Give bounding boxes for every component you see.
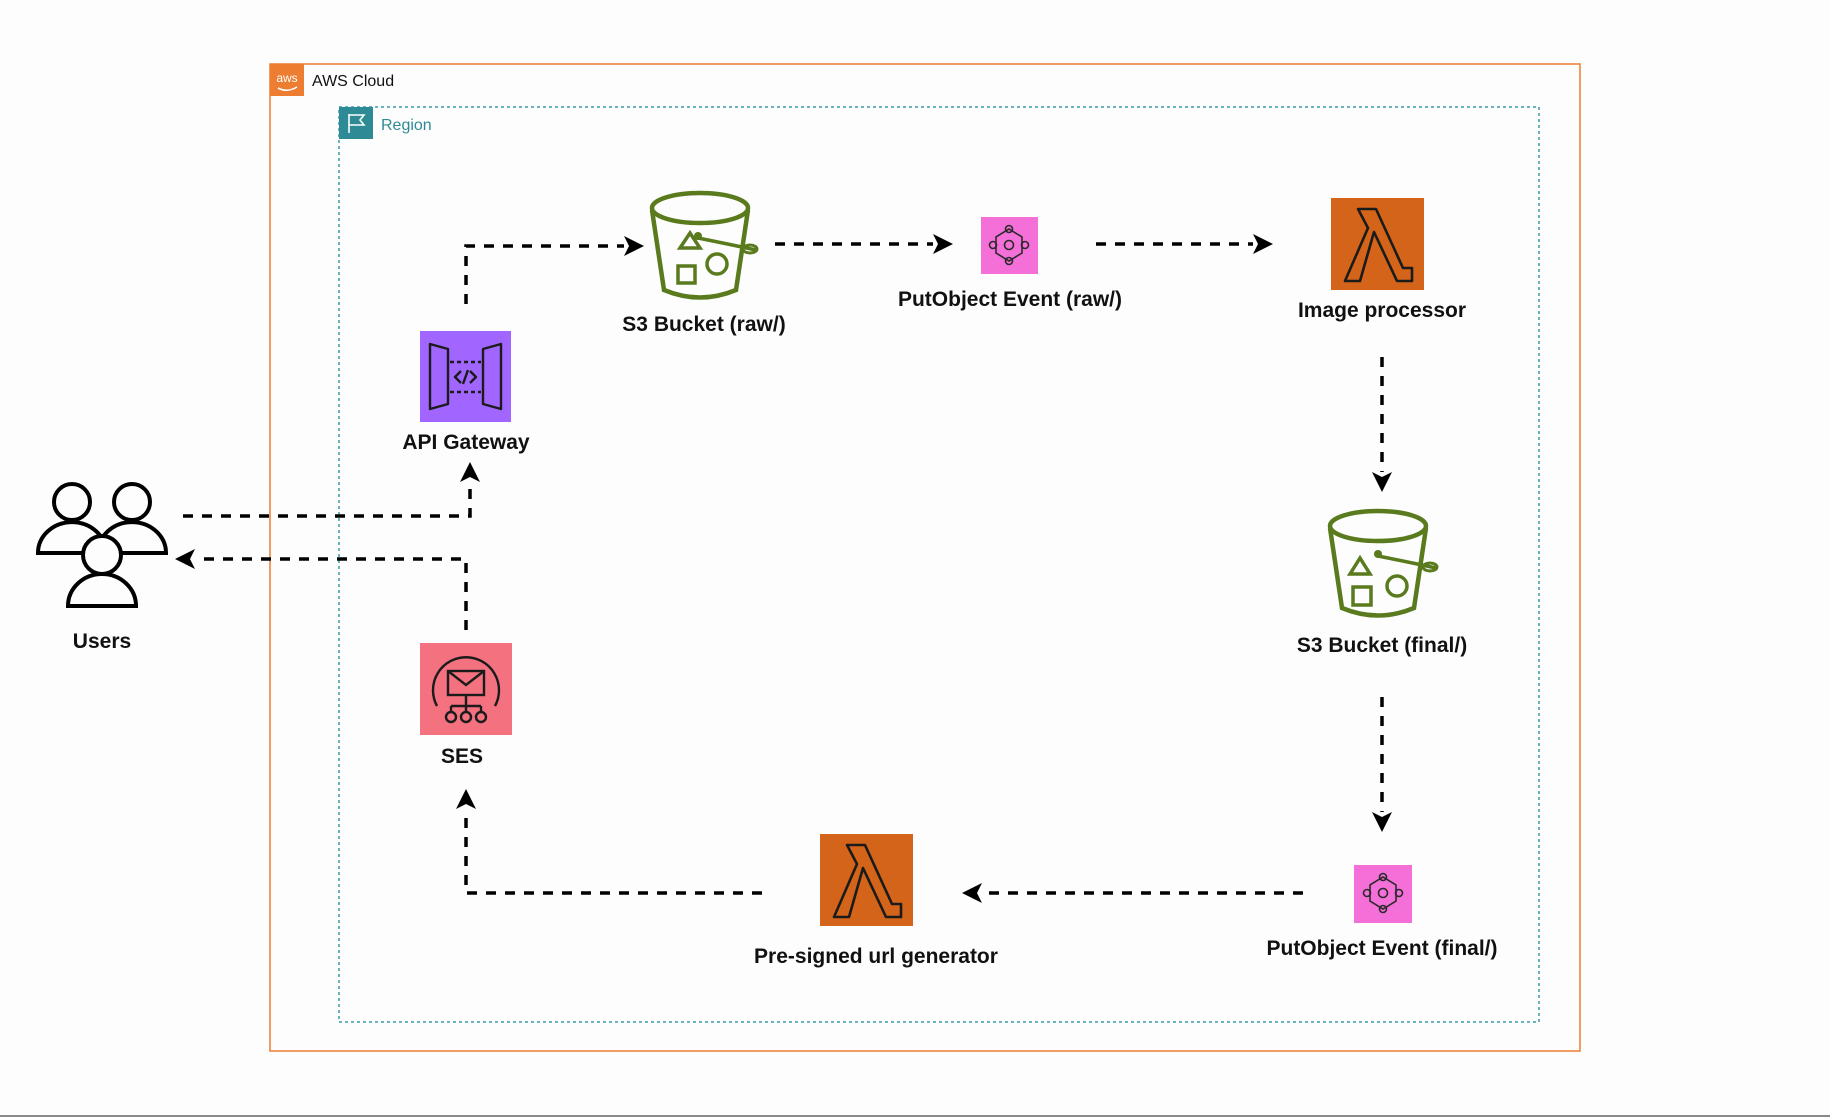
eventbridge-icon <box>981 217 1038 274</box>
ses-icon <box>420 643 512 735</box>
edge-s3-final-to-event-final <box>1372 697 1392 832</box>
flag-icon <box>339 107 373 139</box>
api-gateway-label: API Gateway <box>402 431 530 454</box>
image-processor-node[interactable]: Image processor <box>1298 198 1466 322</box>
s3-final-node[interactable]: S3 Bucket (final/) <box>1297 508 1467 657</box>
edge-image-processor-to-s3-final <box>1372 357 1392 492</box>
api-gateway-node[interactable]: API Gateway <box>402 331 530 454</box>
s3-bucket-icon <box>1327 508 1439 618</box>
event-final-label: PutObject Event (final/) <box>1266 937 1497 960</box>
edge-s3-raw-to-event-raw <box>775 234 953 254</box>
region-group: Region <box>338 106 1540 1023</box>
api-gateway-icon <box>420 331 511 422</box>
event-raw-label: PutObject Event (raw/) <box>898 288 1122 311</box>
s3-raw-label: S3 Bucket (raw/) <box>622 313 785 336</box>
region-label: Region <box>381 117 432 134</box>
edges <box>175 234 1392 903</box>
event-final-node[interactable]: PutObject Event (final/) <box>1266 865 1498 960</box>
users-node[interactable]: Users <box>35 482 169 653</box>
edge-users-to-api-gateway <box>183 462 480 518</box>
presigned-generator-label: Pre-signed url generator <box>754 945 998 968</box>
edge-event-raw-to-image-processor <box>1096 234 1273 254</box>
users-label: Users <box>73 630 131 653</box>
image-processor-label: Image processor <box>1298 299 1466 322</box>
edge-presigned-generator-to-ses <box>456 789 762 895</box>
aws-badge-text: aws <box>276 71 297 85</box>
s3-bucket-icon <box>649 190 759 300</box>
s3-raw-node[interactable]: S3 Bucket (raw/) <box>622 190 786 336</box>
edge-ses-to-users <box>175 549 468 630</box>
s3-final-label: S3 Bucket (final/) <box>1297 634 1467 657</box>
edge-api-gateway-to-s3-raw <box>464 236 644 304</box>
region-border <box>338 106 1540 1023</box>
edge-event-final-to-presigned-generator <box>962 883 1303 903</box>
users-icon <box>35 482 169 608</box>
lambda-icon <box>820 834 913 926</box>
eventbridge-icon <box>1354 865 1412 923</box>
lambda-icon <box>1331 198 1424 290</box>
ses-node[interactable]: SES <box>420 643 512 768</box>
aws-cloud-label: AWS Cloud <box>312 73 394 90</box>
presigned-generator-node[interactable]: Pre-signed url generator <box>754 834 998 968</box>
ses-label: SES <box>441 745 483 768</box>
aws-logo-icon: aws <box>270 64 304 96</box>
event-raw-node[interactable]: PutObject Event (raw/) <box>898 217 1122 311</box>
